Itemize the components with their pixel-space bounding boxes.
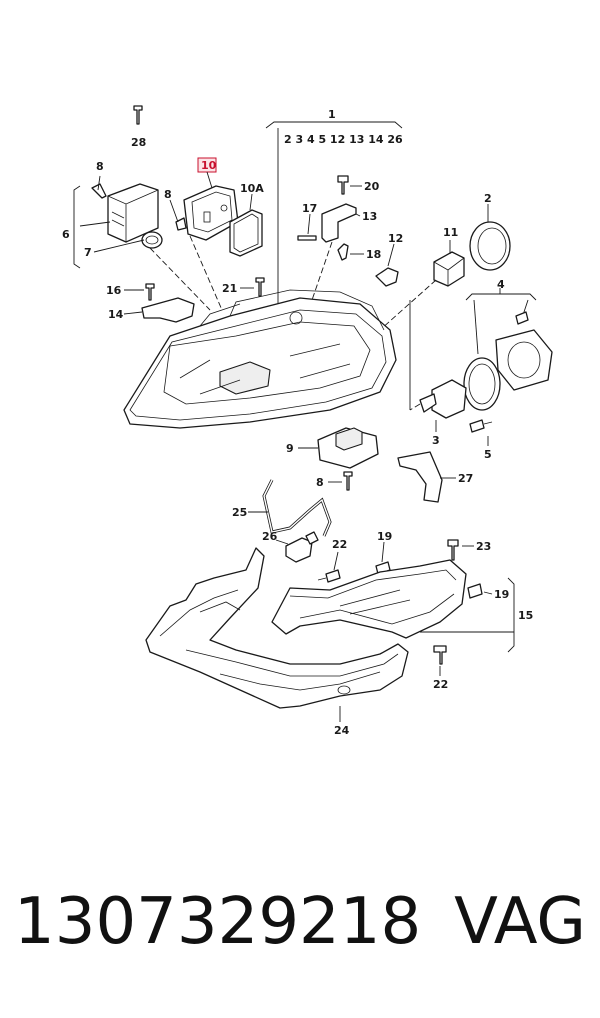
callout-3[interactable]: 3: [432, 434, 440, 447]
callout-6[interactable]: 6: [62, 228, 70, 241]
callout-23[interactable]: 23: [476, 540, 491, 553]
exploded-parts-diagram: 1 2 3 4 5 12 13 14 26 28 8 6 7 10 8: [62, 105, 553, 737]
callout-21[interactable]: 21: [222, 282, 237, 295]
footer: 1307329218 VAG: [0, 890, 600, 1000]
callout-22-upper[interactable]: 22: [332, 538, 347, 551]
callout-27[interactable]: 27: [458, 472, 473, 485]
bracket-13[interactable]: 20 13 17 18 21: [222, 175, 381, 301]
callout-19-upper[interactable]: 19: [377, 530, 392, 543]
callout-20[interactable]: 20: [364, 180, 380, 193]
screw-28[interactable]: 28: [131, 105, 146, 149]
screw-23[interactable]: 23: [447, 539, 491, 561]
callout-25[interactable]: 25: [232, 506, 247, 519]
callout-16[interactable]: 16: [106, 284, 122, 297]
trim-27[interactable]: 27: [397, 451, 473, 503]
cover-cap-2[interactable]: 2: [469, 192, 511, 271]
bulb-11[interactable]: 11: [379, 226, 465, 331]
motor-3[interactable]: 3: [409, 300, 467, 447]
callout-15[interactable]: 15: [518, 609, 533, 622]
callout-10[interactable]: 10: [201, 159, 217, 172]
bulb-12[interactable]: 12: [375, 232, 403, 287]
callout-11[interactable]: 11: [443, 226, 458, 239]
valve-26[interactable]: 26: [262, 530, 319, 563]
part-number: 1307329218: [14, 885, 422, 959]
screw-5[interactable]: 5: [469, 419, 493, 461]
callout-8-left[interactable]: 8: [96, 160, 104, 173]
carrier-24[interactable]: 24: [145, 547, 409, 737]
callout-13[interactable]: 13: [362, 210, 377, 223]
callout-2[interactable]: 2: [484, 192, 492, 205]
callout-8-lower[interactable]: 8: [316, 476, 324, 489]
bracket-14[interactable]: 16 14: [106, 283, 195, 323]
callout-18[interactable]: 18: [366, 248, 381, 261]
callout-14[interactable]: 14: [108, 308, 124, 321]
headlight-housing[interactable]: [123, 289, 397, 429]
callout-7[interactable]: 7: [84, 246, 92, 259]
cover-group-4[interactable]: 4: [463, 278, 553, 411]
callout-1-subparts: 2 3 4 5 12 13 14 26: [284, 133, 403, 146]
callout-24[interactable]: 24: [334, 724, 350, 737]
callout-1[interactable]: 1: [328, 108, 336, 121]
callout-28[interactable]: 28: [131, 136, 146, 149]
hose-25[interactable]: 25: [232, 479, 332, 537]
callout-19-right[interactable]: 19: [494, 588, 509, 601]
bracket-15[interactable]: 15: [271, 559, 533, 653]
callout-17[interactable]: 17: [302, 202, 317, 215]
screw-22-upper[interactable]: 22: [317, 538, 347, 583]
brand-label: VAG: [454, 885, 586, 959]
clip-19-right[interactable]: 19: [467, 583, 509, 601]
callout-22-lower[interactable]: 22: [433, 678, 448, 691]
clip-19-upper[interactable]: 19: [375, 530, 392, 575]
callout-12[interactable]: 12: [388, 232, 403, 245]
control-unit-10[interactable]: 10 8 10A: [149, 157, 264, 311]
control-unit-6[interactable]: 8 6 7: [62, 160, 163, 269]
module-9[interactable]: 9 8: [286, 427, 379, 491]
callout-26[interactable]: 26: [262, 530, 278, 543]
screw-22-lower[interactable]: 22: [433, 645, 448, 691]
callout-10a[interactable]: 10A: [240, 182, 264, 195]
callout-5[interactable]: 5: [484, 448, 492, 461]
callout-9[interactable]: 9: [286, 442, 294, 455]
callout-8-center[interactable]: 8: [164, 188, 172, 201]
callout-1-group: 1 2 3 4 5 12 13 14 26: [265, 108, 403, 310]
callout-4[interactable]: 4: [497, 278, 505, 291]
